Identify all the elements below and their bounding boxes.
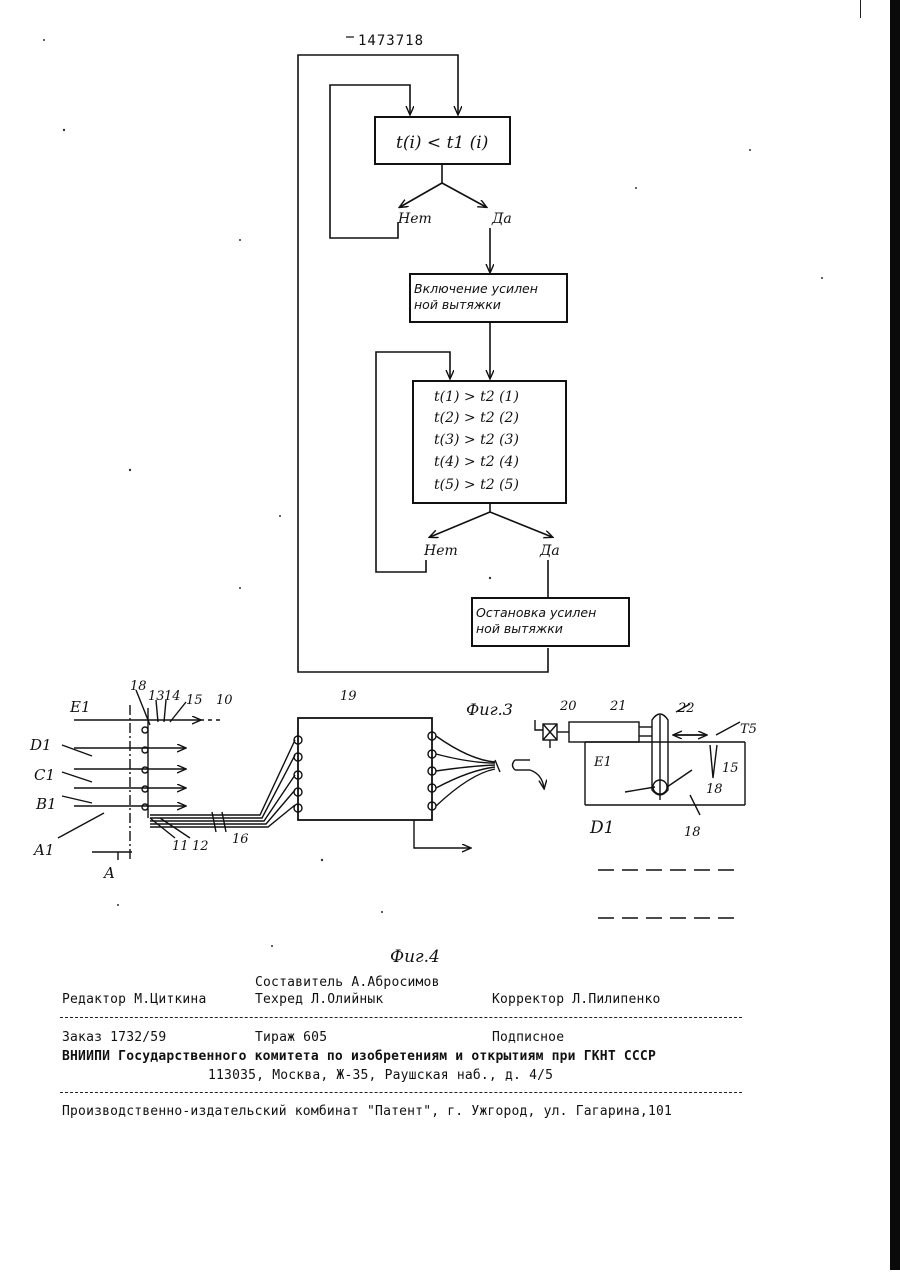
action-on-line-1: Включение усилен	[414, 281, 538, 296]
sensor-marker	[142, 767, 148, 773]
ref-16: 16	[232, 832, 249, 847]
action-off-line-2: ной вытяжки	[476, 621, 563, 636]
ref-19: 19	[340, 689, 357, 704]
action-on-line-2: ной вытяжки	[414, 297, 501, 312]
ref-13: 13	[148, 689, 165, 704]
ref-15-detail: 15	[722, 761, 739, 776]
ref-18-detail-2: 18	[684, 825, 701, 840]
ref-21: 21	[609, 699, 627, 714]
block-19	[298, 718, 432, 820]
ref-12: 12	[192, 839, 209, 854]
yes-label-1: Да	[491, 211, 512, 227]
row-label-e1: E1	[69, 698, 91, 716]
condition-2-line-1: t(1) > t2 (1)	[434, 389, 519, 405]
section-label-a: A	[102, 864, 115, 882]
condition-2-line-5: t(5) > t2 (5)	[434, 477, 519, 493]
scan-edge-bar	[890, 0, 900, 1270]
condition-2-line-2: t(2) > t2 (2)	[434, 410, 519, 426]
ref-14: 14	[164, 689, 181, 704]
action-off-line-1: Остановка усилен	[476, 605, 596, 620]
no-label-2: Нет	[423, 543, 458, 559]
no-label-1: Нет	[397, 211, 432, 227]
detail-label-d1: D1	[589, 818, 614, 838]
sensor-marker	[142, 786, 148, 792]
figure-4-schematic	[58, 690, 745, 918]
ref-11: 11	[172, 839, 189, 854]
sensor-marker	[142, 727, 148, 733]
scan-edge-tick	[860, 0, 861, 18]
condition-2-line-3: t(3) > t2 (3)	[434, 432, 519, 448]
cylinder-21	[569, 722, 639, 742]
figure-4-caption: Фиг.4	[390, 947, 440, 967]
ref-22: 22	[677, 701, 695, 716]
row-label-b1: B1	[35, 795, 57, 813]
detail-label-e1: E1	[593, 755, 612, 770]
condition-1-text: t(i) < t1 (i)	[396, 133, 488, 153]
ref-18: 18	[130, 679, 147, 694]
row-label-d1: D1	[29, 736, 52, 754]
sensor-marker	[142, 804, 148, 810]
patent-number: 1473718	[358, 33, 424, 49]
ref-15: 15	[186, 693, 203, 708]
ref-18-detail-1: 18	[706, 782, 723, 797]
ref-t5: T5	[740, 722, 757, 737]
scan-noise	[43, 39, 823, 947]
ref-20: 20	[559, 699, 577, 714]
yes-label-2: Да	[539, 543, 560, 559]
condition-2-line-4: t(4) > t2 (4)	[434, 454, 519, 470]
ref-10: 10	[216, 693, 233, 708]
figure-3-caption: Фиг.3	[466, 700, 513, 719]
row-label-c1: C1	[34, 766, 55, 784]
row-label-a1: A1	[32, 841, 54, 859]
